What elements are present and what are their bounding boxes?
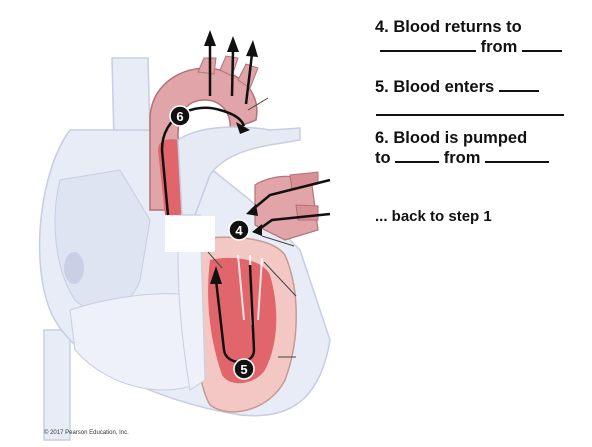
step-6-to: to bbox=[375, 149, 391, 167]
arrow-head-vein-upper bbox=[246, 204, 258, 216]
flow-arrow-aorta bbox=[160, 106, 246, 216]
step-4-blank-from bbox=[521, 50, 562, 52]
step-6-from: from bbox=[443, 149, 481, 167]
arrow-head-vein-lower bbox=[252, 224, 262, 236]
step-marker-6-label: 6 bbox=[176, 109, 183, 124]
copyright-notice: © 2017 Pearson Education, Inc. bbox=[44, 430, 129, 436]
arrow-head-up-2 bbox=[227, 36, 239, 52]
step-marker-4: 4 bbox=[228, 219, 250, 241]
arrow-head-up-3 bbox=[246, 40, 258, 57]
step-4-number: 4. bbox=[375, 18, 389, 36]
step-6-text: Blood is pumped bbox=[393, 129, 528, 147]
step-marker-4-label: 4 bbox=[235, 223, 243, 238]
step-6-line-2: to from bbox=[375, 148, 550, 168]
pulmonary-trunk bbox=[177, 126, 301, 216]
arrow-head-ventricle bbox=[210, 266, 222, 284]
arrow-head-up-1 bbox=[204, 30, 216, 46]
step-marker-5-label: 5 bbox=[240, 362, 247, 377]
step-5-number: 5. bbox=[375, 78, 389, 96]
flow-arrow-vein-upper bbox=[251, 178, 331, 211]
back-to-step-1: ... back to step 1 bbox=[375, 208, 492, 225]
aortic-branch-3 bbox=[237, 63, 259, 89]
step-5-blank bbox=[498, 90, 539, 92]
arrow-up-2 bbox=[230, 49, 235, 97]
aortic-branch-1 bbox=[197, 57, 217, 75]
step-5-line-1: 5. Blood enters bbox=[375, 77, 539, 97]
step-5-text: Blood enters bbox=[393, 78, 495, 96]
arrow-up-3 bbox=[244, 53, 254, 105]
step-4-line-1: 4. Blood returns to bbox=[375, 17, 522, 37]
step-6-blank-to bbox=[395, 161, 440, 163]
step-4-text: Blood returns to bbox=[393, 18, 522, 36]
inferior-vena-cava bbox=[43, 329, 71, 441]
step-4-line-2: from bbox=[380, 37, 562, 57]
step-marker-6: 6 bbox=[169, 105, 191, 127]
flow-arrow-vein-lower bbox=[257, 212, 331, 232]
superior-vena-cava bbox=[111, 57, 151, 141]
leader-line-valve bbox=[263, 261, 297, 297]
flow-arrows-up bbox=[208, 44, 254, 105]
coronary-sinus bbox=[64, 252, 84, 284]
step-5-answer-line bbox=[376, 114, 564, 116]
step-marker-5: 5 bbox=[233, 358, 255, 380]
leader-line-box bbox=[207, 251, 223, 269]
arrow-head-aorta bbox=[236, 122, 250, 134]
step-4-blank-to bbox=[380, 50, 476, 52]
step-6-line-1: 6. Blood is pumped bbox=[375, 128, 527, 148]
blank-label-box bbox=[165, 216, 215, 252]
step-6-blank-from bbox=[485, 161, 550, 163]
step-6-number: 6. bbox=[375, 129, 389, 147]
leader-line-aorta bbox=[247, 97, 269, 111]
step-4-from: from bbox=[480, 38, 518, 56]
leader-line-atrium bbox=[261, 235, 295, 247]
